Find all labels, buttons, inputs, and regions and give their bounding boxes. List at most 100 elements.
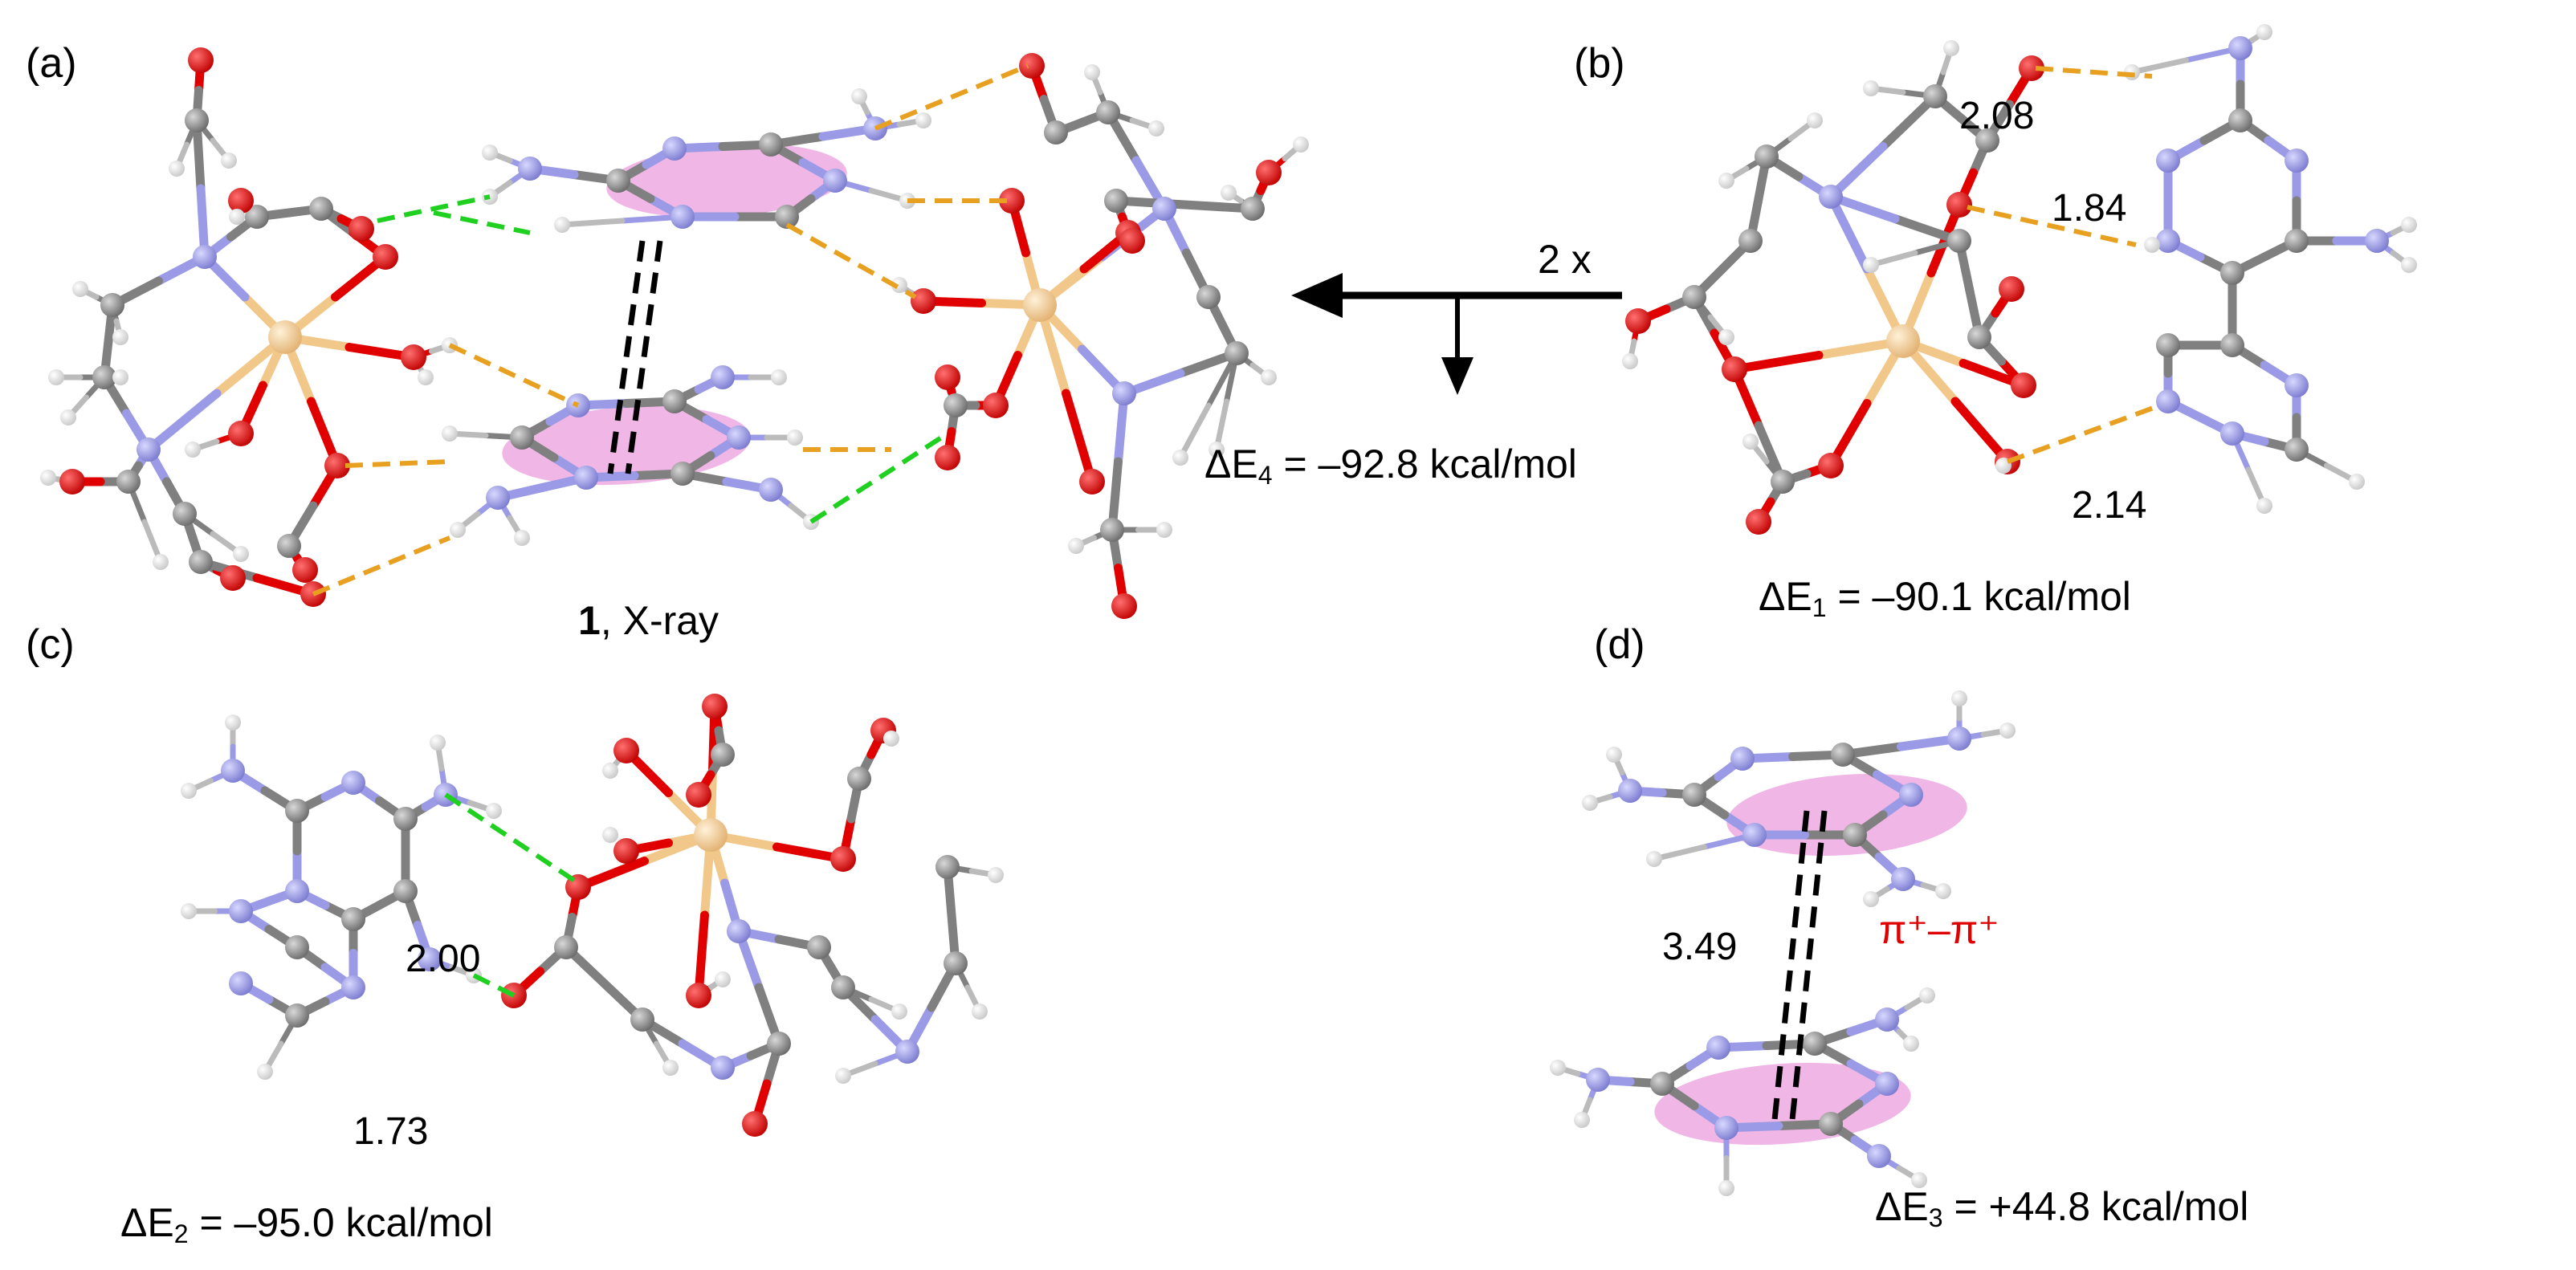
- distance-label-b3: 2.14: [2072, 484, 2146, 527]
- panel-label-d: (d): [1594, 621, 1645, 668]
- bond: [2129, 57, 2189, 75]
- atom: [418, 947, 442, 971]
- atom: [613, 838, 639, 864]
- atom: [1863, 891, 1879, 907]
- atom: [944, 393, 968, 417]
- atom: [1738, 229, 1763, 253]
- atom: [482, 145, 498, 161]
- atom: [1923, 84, 1947, 108]
- atom: [1646, 851, 1662, 867]
- atom: [1718, 329, 1734, 345]
- aromatic-ring-fill: [606, 143, 847, 218]
- atom: [935, 855, 960, 879]
- atom: [1742, 823, 1767, 847]
- atom: [613, 738, 639, 763]
- atom: [702, 694, 728, 719]
- atom: [1863, 80, 1879, 96]
- atom: [2401, 217, 2417, 233]
- atom: [185, 108, 209, 132]
- atom: [188, 47, 214, 73]
- distance-label-b2: 1.84: [2052, 187, 2126, 230]
- atom: [1742, 434, 1759, 450]
- atom: [2011, 372, 2036, 398]
- atom: [831, 975, 855, 999]
- stacking-line: [1789, 810, 1828, 1121]
- atom: [1682, 285, 1706, 309]
- atom: [1919, 987, 1935, 1003]
- energy-delta-e4: ΔE4 = –92.8 kcal/mol: [1204, 442, 1577, 490]
- atom: [972, 1003, 988, 1020]
- atom: [59, 469, 85, 495]
- atom: [2228, 108, 2252, 132]
- atom: [1148, 120, 1164, 136]
- atom: [2285, 438, 2309, 462]
- atom: [602, 827, 618, 843]
- atom: [430, 735, 446, 751]
- atom: [915, 112, 931, 128]
- atom: [1867, 1144, 1891, 1168]
- atom: [847, 767, 871, 791]
- atom: [2256, 498, 2272, 514]
- panel-label-c: (c): [26, 621, 75, 668]
- atom: [116, 470, 141, 494]
- atom: [486, 486, 510, 510]
- stacking-line: [1771, 810, 1810, 1121]
- atom: [341, 975, 365, 999]
- atom: [1119, 228, 1145, 254]
- atom: [999, 188, 1025, 214]
- atom: [727, 425, 751, 450]
- hydrogen-bond: [809, 431, 949, 524]
- atom: [486, 803, 502, 819]
- atom: [1807, 112, 1823, 128]
- atom: [2256, 24, 2272, 40]
- atom: [2228, 36, 2252, 60]
- atom: [401, 344, 426, 370]
- atom: [1079, 469, 1105, 495]
- stacking-line: [607, 240, 646, 474]
- atom: [229, 899, 253, 923]
- atom: [1718, 173, 1734, 189]
- atom: [309, 197, 333, 221]
- hydrogen-bond: [312, 535, 451, 596]
- atom: [1875, 1072, 1899, 1096]
- atom: [1618, 779, 1642, 803]
- atom: [1891, 867, 1915, 891]
- atom: [292, 557, 318, 583]
- energy-delta-e3: ΔE3 = +44.8 kcal/mol: [1875, 1184, 2248, 1232]
- atom: [1975, 128, 1999, 153]
- atom: [944, 951, 968, 975]
- bond: [694, 910, 709, 1000]
- atom: [2220, 261, 2244, 285]
- bond: [1062, 389, 1097, 486]
- atom: [2156, 333, 2180, 357]
- atom: [1196, 285, 1221, 309]
- atom: [686, 782, 711, 808]
- atom: [324, 453, 350, 478]
- atom: [1023, 288, 1057, 322]
- atom: [173, 502, 197, 526]
- atom: [169, 161, 185, 177]
- atom: [442, 425, 458, 442]
- atom: [988, 867, 1004, 883]
- atom: [1967, 325, 1991, 349]
- atom: [1625, 308, 1651, 334]
- atom: [277, 534, 301, 558]
- atom: [694, 818, 728, 852]
- atom: [285, 1003, 309, 1028]
- atom: [228, 188, 254, 214]
- distance-label-b1: 2.08: [1959, 95, 2034, 137]
- multiplier-label: 2 x: [1538, 237, 1592, 282]
- atom: [1100, 518, 1124, 542]
- atom: [767, 1032, 791, 1056]
- bond: [1213, 398, 1229, 453]
- atom: [189, 550, 213, 574]
- panel-label-a: (a): [26, 40, 77, 87]
- hydrogen-bond: [448, 343, 580, 408]
- caption-compound-1: 1, X-ray: [578, 598, 719, 643]
- atom: [787, 429, 803, 446]
- atom: [2220, 421, 2244, 446]
- hydrogen-bond: [2035, 66, 2153, 79]
- atom: [670, 462, 695, 486]
